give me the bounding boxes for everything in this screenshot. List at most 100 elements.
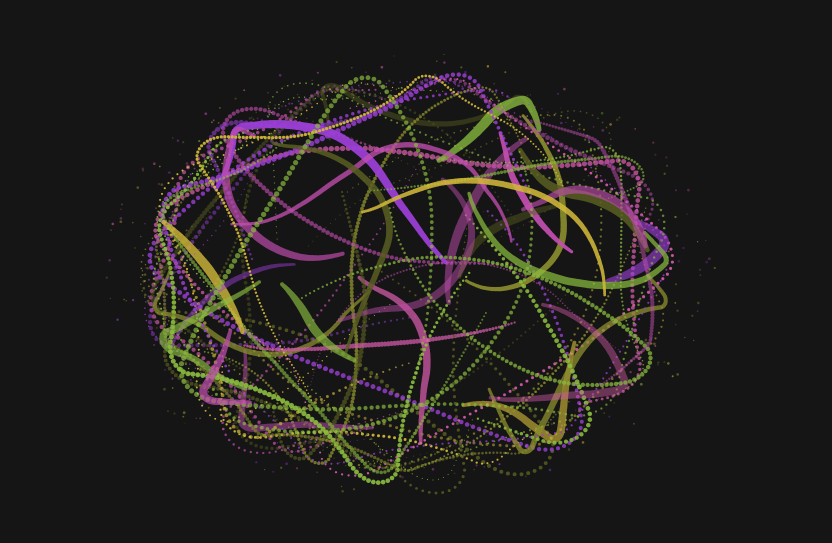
trail-dot (396, 272, 399, 275)
trail-dot (619, 178, 623, 182)
trail-dot (334, 84, 340, 90)
halo-dot (204, 112, 208, 116)
halo-dot (158, 165, 161, 168)
trail-dot (267, 107, 270, 110)
trail-dot (465, 457, 468, 460)
trail-dot (539, 214, 541, 216)
trail-dot (372, 460, 374, 462)
trail-dot (344, 417, 346, 420)
trail-dot (579, 110, 582, 113)
trail-dot (193, 179, 196, 182)
trail-dot (197, 336, 200, 339)
trail-dot (245, 318, 249, 322)
halo-dot (134, 247, 136, 249)
trail-dot (488, 431, 494, 436)
trail-dot (401, 418, 406, 423)
trail-dot (346, 375, 352, 381)
trail-dot (144, 248, 147, 251)
trail-dot (155, 320, 160, 325)
trail-dot (544, 313, 547, 316)
trail-dot (346, 240, 351, 245)
trail-dot (430, 156, 432, 158)
trail-dot (214, 195, 220, 200)
trail-dot (201, 153, 206, 158)
trail-dot (261, 127, 266, 132)
trail-dot (365, 102, 371, 109)
trail-dot (511, 230, 514, 232)
trail-dot (454, 191, 456, 193)
trail-dot (368, 462, 372, 466)
trail-dot (446, 447, 448, 449)
trail-dot (534, 207, 541, 214)
trail-dot (267, 384, 270, 387)
halo-dot (433, 73, 437, 76)
trail-dot (254, 168, 259, 173)
trail-dot (624, 351, 627, 355)
trail-dot (578, 123, 581, 126)
trail-dot (299, 339, 304, 343)
trail-dot (325, 395, 329, 398)
trail-dot (375, 281, 378, 284)
trail-dot (194, 295, 198, 299)
trail-dot (443, 98, 447, 102)
trail-dot (520, 334, 523, 337)
trail-dot (162, 200, 164, 203)
trail-dot (450, 451, 453, 454)
halo-dot (217, 122, 220, 124)
trail-dot (315, 441, 317, 444)
trail-dot (539, 114, 542, 117)
trail-dot (464, 118, 470, 124)
trail-dot (601, 121, 604, 124)
trail-dot (495, 89, 498, 92)
halo-dot (639, 382, 643, 386)
trail-dot (631, 260, 636, 265)
trail-dot (203, 350, 206, 353)
trail-dot (293, 370, 295, 373)
trail-dot (360, 431, 363, 434)
trail-dot (445, 132, 448, 136)
trail-dot (235, 409, 240, 414)
trail-dot (493, 440, 496, 443)
trail-dot (271, 393, 277, 400)
trail-dot (497, 99, 500, 102)
trail-dot (370, 426, 374, 430)
trail-dot (286, 84, 289, 87)
trail-dot (340, 414, 342, 416)
trail-dot (351, 99, 354, 102)
halo-dot (674, 189, 677, 192)
trail-dot (366, 478, 371, 483)
trail-dot (575, 343, 579, 347)
trail-dot (373, 94, 377, 98)
trail-dot (528, 395, 531, 399)
trail-dot (360, 82, 363, 84)
trail-dot (540, 425, 544, 428)
trail-dot (289, 417, 293, 421)
trail-dot (452, 438, 456, 442)
trail-dot (345, 307, 348, 310)
trail-dot (197, 342, 200, 345)
trail-dot (581, 320, 583, 322)
trail-dot (360, 100, 366, 106)
trail-dot (192, 268, 195, 271)
trail-dot (441, 129, 444, 132)
trail-dot (460, 195, 462, 197)
trail-dot (290, 371, 292, 374)
trail-dot (273, 129, 276, 132)
trail-dot (486, 210, 489, 213)
trail-dot (393, 113, 400, 120)
trail-dot (148, 246, 154, 252)
trail-dot (615, 347, 617, 349)
trail-dot (243, 207, 246, 210)
trail-dot (202, 223, 205, 226)
halo-dot (682, 246, 685, 250)
trail-dot (419, 131, 422, 134)
trail-dot (192, 289, 196, 293)
trail-dot (475, 461, 478, 464)
trail-dot (297, 437, 301, 441)
halo-dot (483, 466, 486, 468)
trail-dot (542, 369, 546, 373)
trail-dot (379, 379, 384, 384)
trail-dot (193, 234, 199, 240)
trail-dot (640, 356, 642, 359)
trail-dot (358, 325, 360, 328)
